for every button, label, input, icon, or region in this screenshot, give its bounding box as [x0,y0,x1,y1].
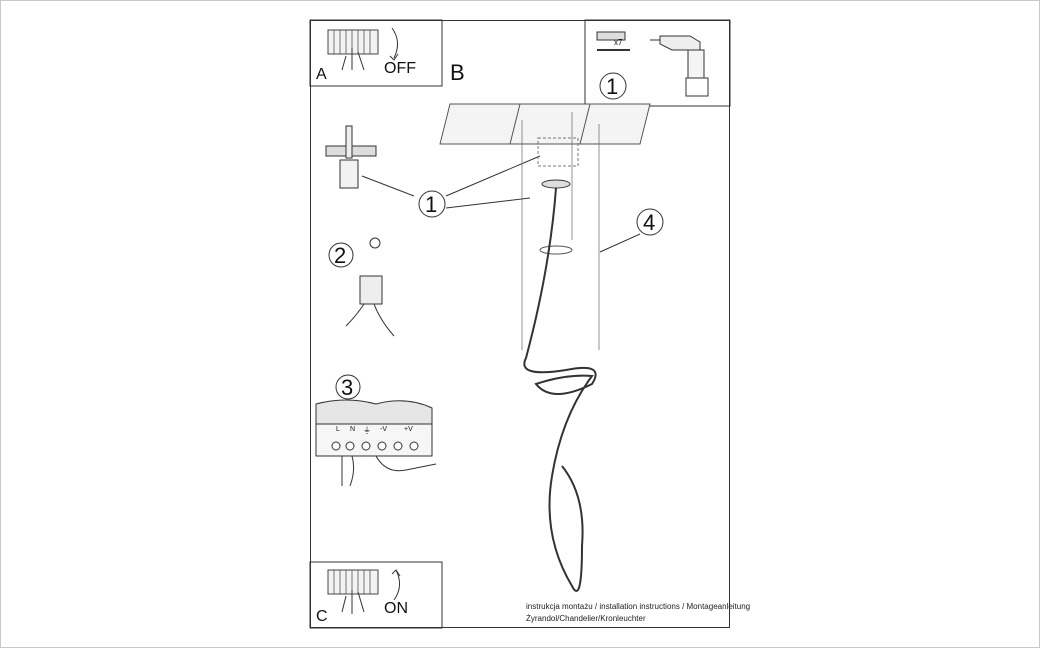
terminal-label-ground: ⏚ [363,426,371,435]
drill-icon [650,35,709,97]
footer-instructions: instrukcja montażu / installation instru… [526,602,751,611]
terminal-label-l: L [336,426,340,433]
panel-1-box [584,19,731,107]
ground-detail [328,237,395,337]
panel-c-box [309,561,443,629]
terminal-label-n: N [350,426,356,433]
step3-number: 3 [341,375,354,400]
step1-circle [418,190,446,218]
terminal-label-plus-v: +V [404,426,413,433]
pendant-assembly [439,103,651,592]
wall-plug-icon [596,31,630,51]
panel-a-letter: A [316,66,327,83]
anchor-count: x7 [614,38,623,47]
step1-box-circle [599,72,627,100]
panel-c-on-label: ON [384,600,408,617]
terminal-block-detail [315,374,437,487]
footer-product-type: Żyrandol/Chandelier/Kronleuchter [526,614,646,623]
step2-number: 2 [334,243,347,268]
step1-box-number: 1 [606,74,619,99]
step1-number: 1 [425,192,438,217]
step4-circle [636,208,664,236]
panel-a-box [309,19,443,87]
panel-b-letter: B [450,60,465,85]
panel-c-letter: C [316,608,328,625]
terminal-label-minus-v: -V [380,426,387,433]
ceiling-anchor-detail [325,125,415,197]
step4-number: 4 [643,210,656,235]
panel-a-off-label: OFF [384,60,416,77]
instruction-sheet [310,20,730,628]
